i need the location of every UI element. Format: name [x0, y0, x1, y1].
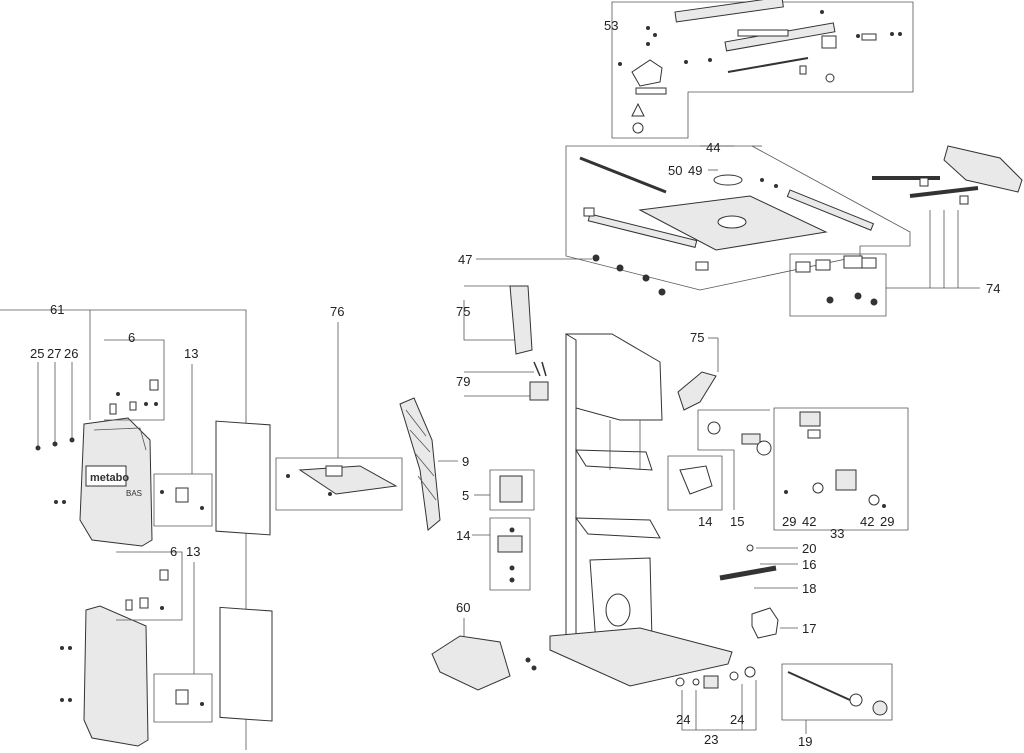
- label-13a: 13: [184, 346, 198, 361]
- group-19-axle: 19: [781, 663, 893, 749]
- label-76: 76: [330, 304, 344, 319]
- group-14-15: 14 15: [667, 409, 772, 529]
- label-17: 17: [802, 621, 816, 636]
- label-24a: 24: [676, 712, 690, 727]
- label-26: 26: [64, 346, 78, 361]
- label-53: 53: [604, 18, 618, 33]
- label-29b: 29: [880, 514, 894, 529]
- model-text: BAS: [126, 489, 142, 498]
- label-16: 16: [802, 557, 816, 572]
- label-18: 18: [802, 581, 816, 596]
- group-5-14-60: 5 14 60: [431, 469, 537, 691]
- label-23: 23: [704, 732, 718, 747]
- label-60: 60: [456, 600, 470, 615]
- label-6a: 6: [128, 330, 135, 345]
- label-61: 61: [50, 302, 64, 317]
- group-33-guide: 29 42 42 29 33: [773, 407, 909, 541]
- group-6-13-upper: 6 13: [104, 330, 213, 527]
- label-75b: 75: [690, 330, 704, 345]
- label-13b: 13: [186, 544, 200, 559]
- label-29a: 29: [782, 514, 796, 529]
- label-74: 74: [986, 281, 1000, 296]
- label-44: 44: [706, 140, 720, 155]
- label-33: 33: [830, 526, 844, 541]
- group-74-extension-rails: 74: [789, 145, 1023, 317]
- label-25: 25: [30, 346, 44, 361]
- label-42b: 42: [860, 514, 874, 529]
- label-9: 9: [462, 454, 469, 469]
- label-24b: 24: [730, 712, 744, 727]
- label-49: 49: [688, 163, 702, 178]
- logo-text: metabo: [90, 472, 129, 484]
- group-23-24: 24 24 23: [675, 666, 757, 747]
- label-14b: 14: [698, 514, 712, 529]
- group-76-holder: 76: [275, 304, 403, 511]
- group-6-13-lower: 6 13: [116, 544, 213, 723]
- part-9-guard: 9: [399, 397, 469, 531]
- label-6b: 6: [170, 544, 177, 559]
- label-15: 15: [730, 514, 744, 529]
- main-frame: [549, 333, 733, 687]
- label-47: 47: [458, 252, 472, 267]
- label-14a: 14: [456, 528, 470, 543]
- label-75a: 75: [456, 304, 470, 319]
- group-53-fence-assembly: 53: [604, 0, 914, 139]
- label-19: 19: [798, 734, 812, 749]
- label-20: 20: [802, 541, 816, 556]
- label-79: 79: [456, 374, 470, 389]
- label-5: 5: [462, 488, 469, 503]
- label-27: 27: [47, 346, 61, 361]
- group-44-table-assembly: 44 50 49 47: [458, 140, 911, 296]
- label-42a: 42: [802, 514, 816, 529]
- label-50: 50: [668, 163, 682, 178]
- group-75-right: 75: [677, 330, 719, 411]
- group-shaft-20-16-18-17: 20 16 18 17: [719, 541, 816, 639]
- group-75-79-brackets: 75 79: [456, 285, 549, 401]
- group-61-wheel-covers: 61 25 27 26 metabo BAS: [0, 302, 273, 750]
